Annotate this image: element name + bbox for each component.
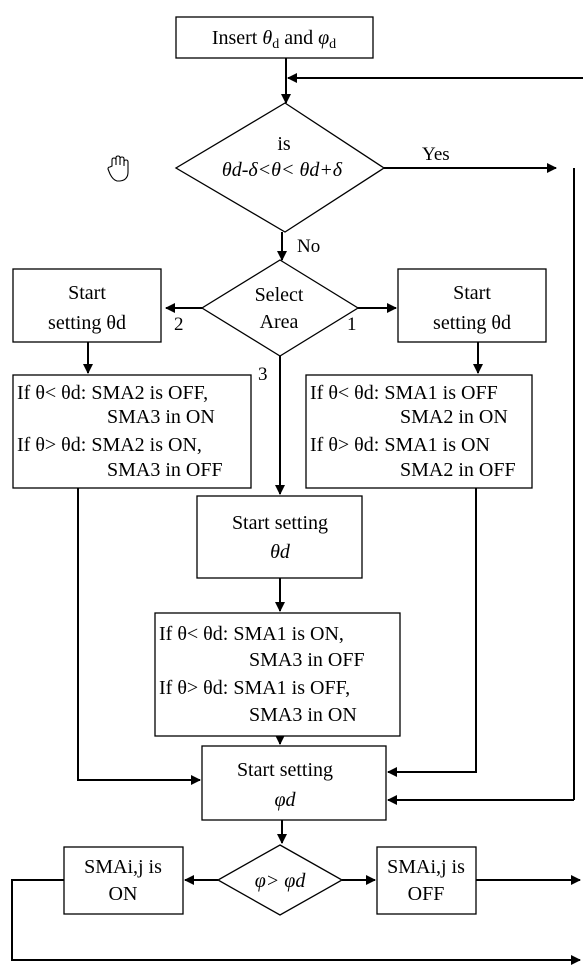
phi-check-expression: φ> φd	[255, 870, 307, 892]
middle-start-line1: Start setting	[232, 512, 328, 534]
right-start-box: Start setting θd	[397, 268, 547, 343]
branch-label-bottom: 3	[258, 364, 268, 385]
middle-start-line2: θd	[270, 541, 291, 563]
arrow-on-loop	[11, 879, 581, 965]
arrow-left-rule-to-phi	[77, 488, 201, 785]
phi-start-box: Start setting φd	[201, 745, 387, 821]
on-box-line1: SMAi,j is	[84, 856, 162, 878]
left-rule-line1: If θ< θd: SMA2 is OFF,	[17, 382, 208, 404]
svg-text:Insert θd and φd: Insert θd and φd	[212, 27, 336, 52]
left-start-line1: Start	[68, 282, 106, 304]
right-rule-box: If θ< θd: SMA1 is OFF SMA2 in ON If θ> θ…	[305, 374, 533, 489]
right-rule-line3: If θ> θd: SMA1 is ON	[310, 434, 490, 456]
on-box-line2: ON	[109, 883, 138, 905]
check-expression: θd-δ<θ< θd+δ	[222, 159, 343, 181]
on-box: SMAi,j is ON	[63, 846, 184, 915]
arrow-right-rule-to-phi	[387, 488, 477, 777]
middle-rule-line4: SMA3 in ON	[249, 704, 357, 726]
connectors	[11, 58, 583, 965]
select-area-diamond: Select Area	[200, 259, 360, 357]
middle-rule-line2: SMA3 in OFF	[249, 649, 365, 671]
check-diamond: is θd-δ<θ< θd+δ	[174, 102, 386, 233]
yes-label: Yes	[422, 144, 450, 165]
right-rule-line1: If θ< θd: SMA1 is OFF	[310, 382, 498, 404]
start-box: Insert θd and φd	[175, 16, 374, 59]
right-start-line1: Start	[453, 282, 491, 304]
right-rule-line4: SMA2 in OFF	[400, 459, 516, 481]
off-box-line1: SMAi,j is	[387, 856, 465, 878]
no-label: No	[297, 236, 320, 257]
off-box: SMAi,j is OFF	[376, 846, 477, 915]
middle-rule-line1: If θ< θd: SMA1 is ON,	[159, 623, 344, 645]
middle-rule-box: If θ< θd: SMA1 is ON, SMA3 in OFF If θ> …	[154, 612, 401, 737]
middle-start-box: Start setting θd	[196, 495, 363, 579]
select-line2: Area	[260, 311, 299, 333]
branch-label-right: 1	[347, 314, 357, 335]
check-line1: is	[277, 133, 291, 155]
left-start-line2: setting θd	[48, 312, 126, 334]
branch-label-left: 2	[174, 314, 184, 335]
phi-start-line2: φd	[274, 789, 296, 811]
off-box-line2: OFF	[408, 883, 445, 905]
left-start-box: Start setting θd	[12, 268, 162, 343]
right-start-line2: setting θd	[433, 312, 511, 334]
left-rule-line4: SMA3 in OFF	[107, 459, 223, 481]
phi-check-diamond: φ> φd	[216, 844, 344, 916]
left-rule-line2: SMA3 in ON	[107, 406, 215, 428]
right-rule-line2: SMA2 in ON	[400, 406, 508, 428]
phi-start-line1: Start setting	[237, 759, 333, 781]
left-rule-box: If θ< θd: SMA2 is OFF, SMA3 in ON If θ> …	[12, 374, 252, 489]
left-rule-line3: If θ> θd: SMA2 is ON,	[17, 434, 202, 456]
select-line1: Select	[255, 284, 304, 306]
middle-rule-line3: If θ> θd: SMA1 is OFF,	[159, 677, 350, 699]
hand-cursor-icon	[107, 155, 129, 182]
